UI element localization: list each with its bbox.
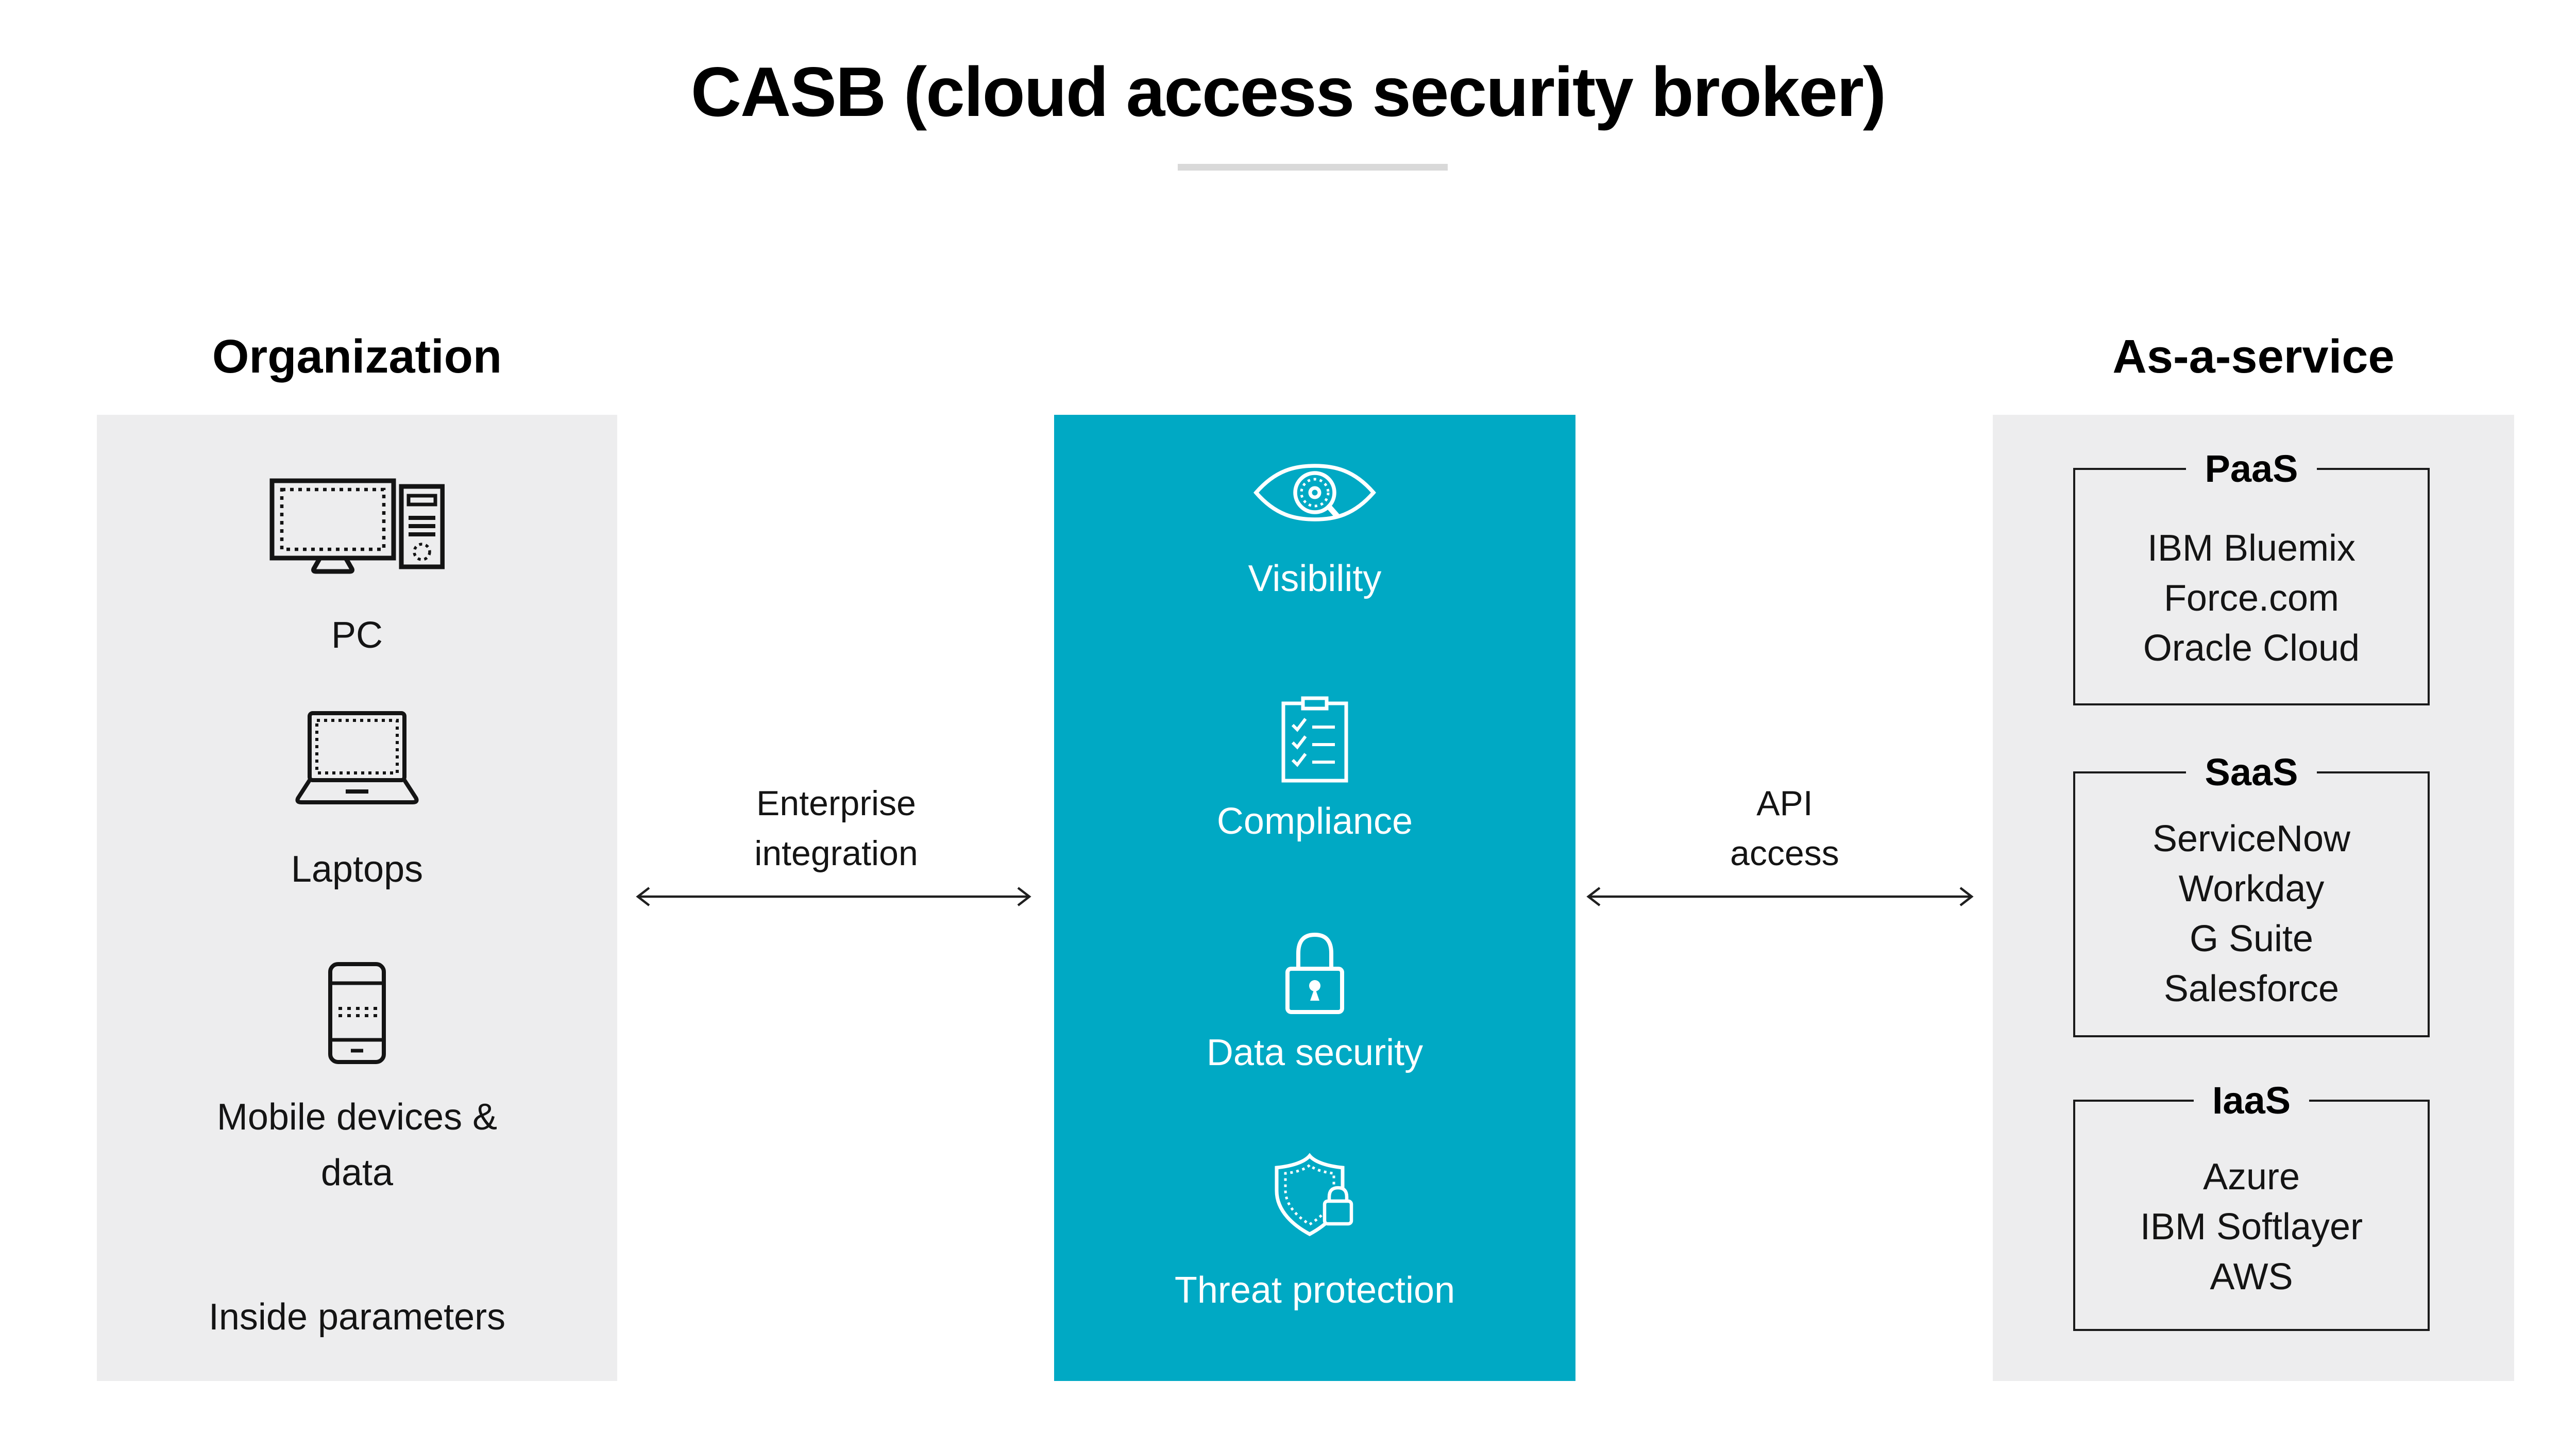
data-security-label: Data security <box>1206 1032 1423 1073</box>
title-underline-bar <box>1178 164 1448 171</box>
paas-item: Force.com <box>2163 578 2340 619</box>
organization-panel: PC Laptops Mobile devices & data In <box>97 415 617 1381</box>
api-access-arrow <box>1583 882 1977 914</box>
api-access-label: API access <box>1730 784 1839 873</box>
enterprise-integration-label: Enterprise integration <box>754 784 918 873</box>
organization-heading: Organization <box>212 330 502 383</box>
padlock-icon <box>1279 928 1351 1019</box>
paas-box: PaaS IBM Bluemix Force.com Oracle Cloud <box>2073 450 2430 705</box>
paas-item: Oracle Cloud <box>2143 628 2360 669</box>
desktop-pc-icon <box>269 478 445 574</box>
checklist-clipboard-icon <box>1281 696 1348 783</box>
saas-item: ServiceNow <box>2152 818 2351 860</box>
paas-box-label: PaaS <box>2186 450 2317 488</box>
as-a-service-heading: As-a-service <box>2112 330 2395 383</box>
mobile-devices-label: Mobile devices & data <box>216 1097 498 1193</box>
inside-parameters-label: Inside parameters <box>208 1296 506 1338</box>
saas-item: Workday <box>2178 868 2325 909</box>
eye-magnifier-icon <box>1253 462 1377 524</box>
pc-label: PC <box>331 615 383 656</box>
as-a-service-panel: PaaS IBM Bluemix Force.com Oracle Cloud … <box>1993 415 2514 1381</box>
compliance-label: Compliance <box>1216 801 1413 842</box>
shield-lock-icon <box>1269 1153 1360 1241</box>
laptop-icon <box>291 711 423 812</box>
iaas-item: Azure <box>2202 1156 2300 1198</box>
saas-box: SaaS ServiceNow Workday G Suite Salesfor… <box>2073 753 2430 1037</box>
saas-item: Salesforce <box>2163 968 2340 1009</box>
mobile-phone-icon <box>328 962 386 1065</box>
enterprise-integration-arrow <box>633 882 1035 914</box>
page-title: CASB (cloud access security broker) <box>690 53 1886 131</box>
paas-item: IBM Bluemix <box>2147 528 2356 569</box>
threat-protection-label: Threat protection <box>1174 1270 1455 1311</box>
iaas-box-label: IaaS <box>2193 1082 2310 1120</box>
saas-box-label: SaaS <box>2186 753 2317 791</box>
iaas-item: IBM Softlayer <box>2140 1206 2363 1248</box>
visibility-label: Visibility <box>1248 558 1382 599</box>
saas-item: G Suite <box>2189 918 2314 959</box>
laptops-label: Laptops <box>291 849 423 890</box>
casb-panel: Visibility Compliance Data security <box>1054 415 1575 1381</box>
iaas-box: IaaS Azure IBM Softlayer AWS <box>2073 1082 2430 1331</box>
iaas-item: AWS <box>2210 1256 2293 1298</box>
